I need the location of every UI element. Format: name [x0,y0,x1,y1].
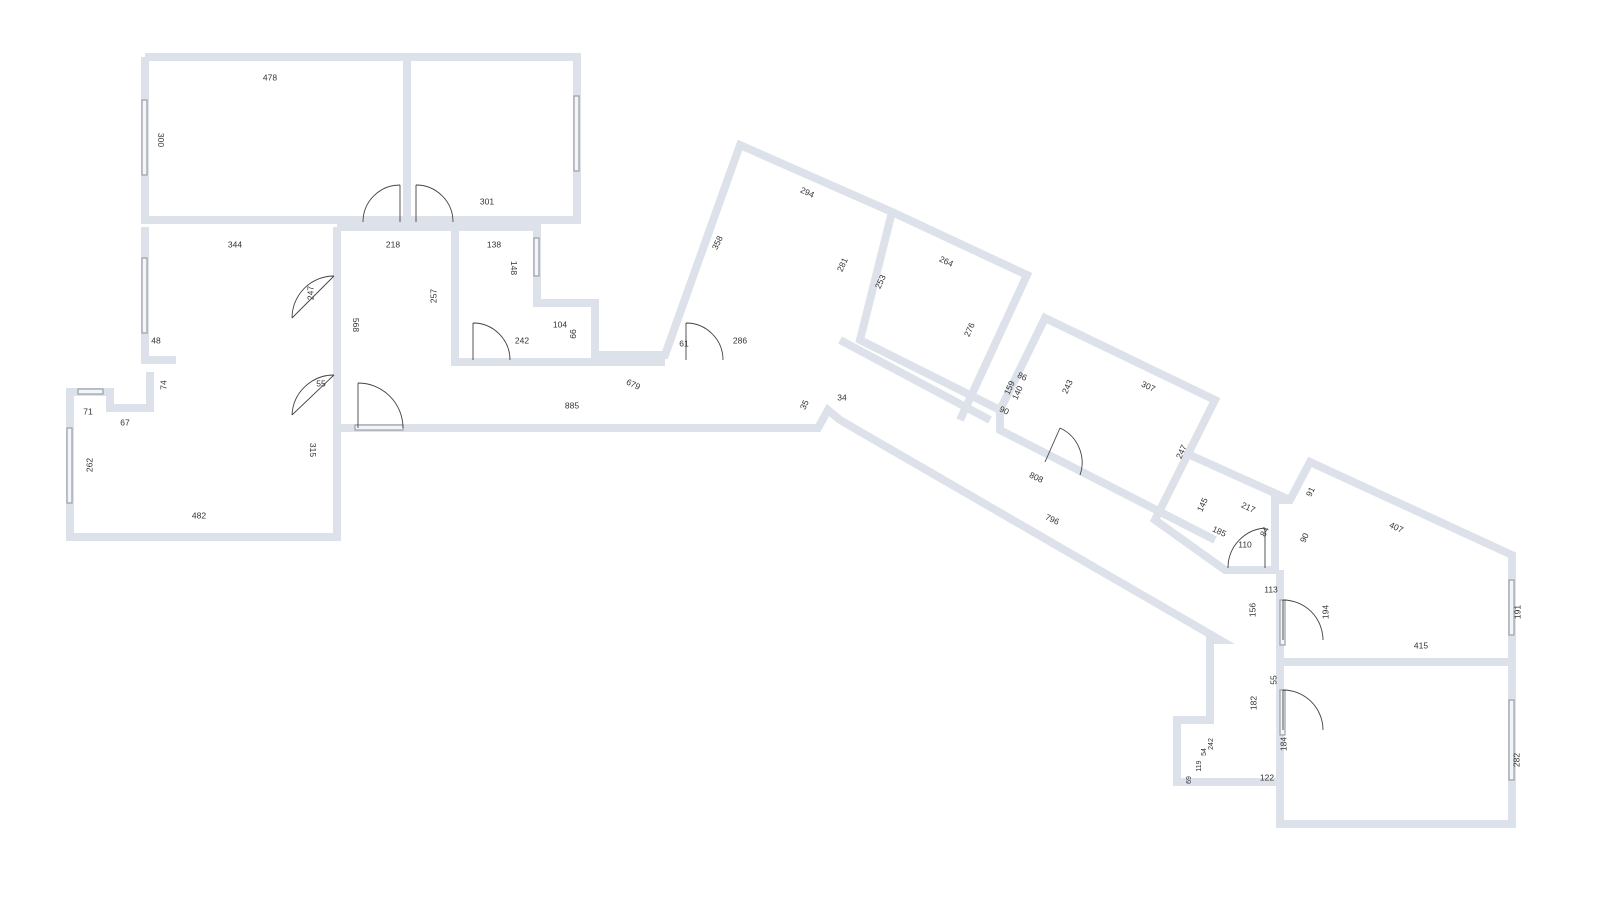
dim-label: 300 [156,133,166,147]
dim-label: 67 [120,417,130,427]
dim-label: 281 [835,256,850,273]
dim-label: 191 [1512,605,1522,619]
dim-label: 482 [192,510,206,520]
dim-label: 145 [1195,496,1210,513]
dim-label: 407 [1388,520,1405,535]
dim-label: 184 [1278,737,1288,751]
dim-label: 99 [568,329,578,339]
dim-label: 415 [1414,640,1428,650]
dim-label: 104 [553,319,567,329]
dim-label: 156 [1247,603,1257,617]
dim-label: 276 [962,321,977,338]
dim-label: 242 [515,335,529,345]
dim-label: 48 [151,335,161,345]
dim-label: 478 [263,72,277,82]
dim-label: 54 [1201,748,1208,756]
dim-label: 885 [565,400,579,410]
dim-label: 35 [798,398,811,411]
dim-label: 34 [837,392,847,402]
dim-label: 119 [1196,760,1203,771]
dim-label: 218 [386,239,400,249]
dim-label: 257 [428,289,438,303]
dim-label: 307 [1140,379,1157,394]
dim-label: 568 [351,318,361,332]
windows [66,95,1515,781]
dim-label: 90 [998,404,1011,417]
dim-label: 182 [1248,696,1258,710]
dim-label: 148 [509,261,519,275]
doors [291,184,1324,731]
dim-label: 90 [1298,531,1311,544]
dim-label: 301 [480,196,494,206]
dim-label: 122 [1260,772,1274,782]
dim-label: 264 [938,254,955,269]
dim-label: 315 [308,443,318,457]
dim-label: 69 [1186,776,1193,784]
dim-label: 344 [228,239,242,249]
dim-label: 679 [625,377,642,392]
dim-label: 91 [1304,485,1317,498]
dim-label: 55 [1268,675,1278,685]
dim-label: 242 [1208,738,1215,750]
dim-label: 358 [710,234,725,251]
dim-label: 110 [1238,539,1252,549]
dim-label: 194 [1320,605,1330,619]
dim-label: 294 [799,185,816,200]
dim-label: 796 [1044,512,1061,527]
dim-label: 286 [733,335,747,345]
dim-label: 61 [679,338,689,348]
dim-label: 262 [84,458,94,472]
dim-label: 86 [1016,370,1029,383]
dim-label: 71 [83,406,93,416]
dim-label: 55 [316,378,326,388]
dim-label: 217 [1240,500,1257,515]
dim-label: 282 [1511,753,1521,767]
dim-label: 84 [1258,525,1271,538]
dim-label: 74 [158,380,168,390]
dim-label: 808 [1028,470,1045,485]
dim-label: 243 [1060,378,1075,395]
dim-label: 138 [487,239,501,249]
dim-label: 247 [305,286,315,300]
walls [66,53,1516,828]
dim-label: 113 [1264,584,1278,594]
